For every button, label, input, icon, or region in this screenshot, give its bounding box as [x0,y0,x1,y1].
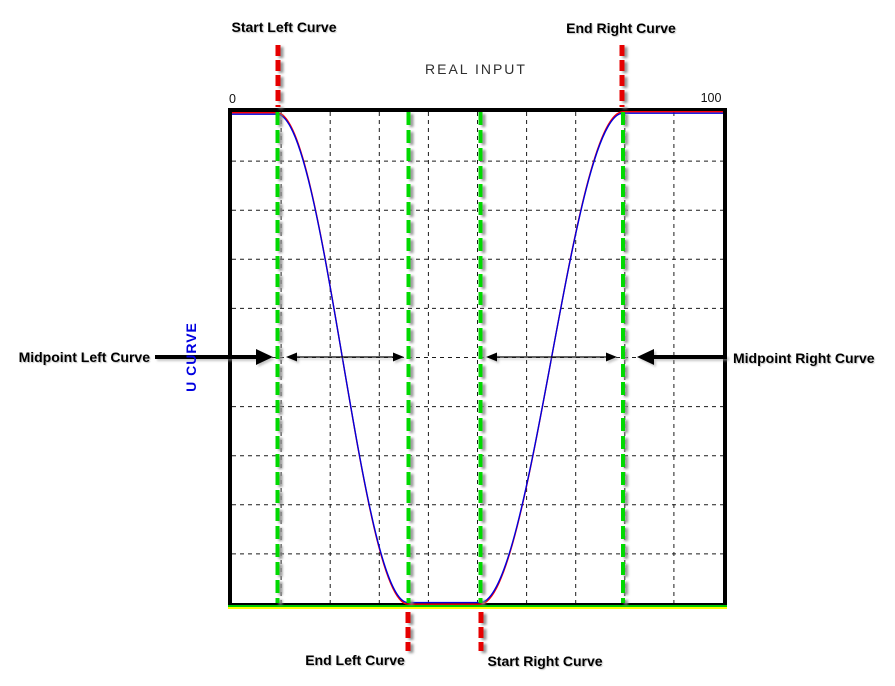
grid-lines [232,112,723,603]
left-span-arrow [286,352,404,362]
y-axis-title: U CURVE [183,322,199,392]
midpoint-left-curve-label: Midpoint Left Curve [18,349,150,365]
midpoint-right-curve-label: Midpoint Right Curve [733,350,875,366]
axis-tick-max: 100 [700,91,722,105]
midpoint-left-arrow [155,349,273,365]
bottom-accent-yellow-line [228,607,727,609]
right-span-arrow [486,352,617,362]
end-right-curve-label: End Right Curve [566,20,676,36]
bottom-accent-green-line [228,605,727,607]
axis-tick-min: 0 [229,92,236,106]
midpoint-right-arrow [637,349,727,365]
u-curve-blue [232,112,723,604]
x-axis-title: REAL INPUT [425,61,527,77]
start-left-curve-label: Start Left Curve [231,19,337,35]
end-left-curve-label: End Left Curve [305,652,405,668]
start-right-curve-label: Start Right Curve [487,653,603,669]
